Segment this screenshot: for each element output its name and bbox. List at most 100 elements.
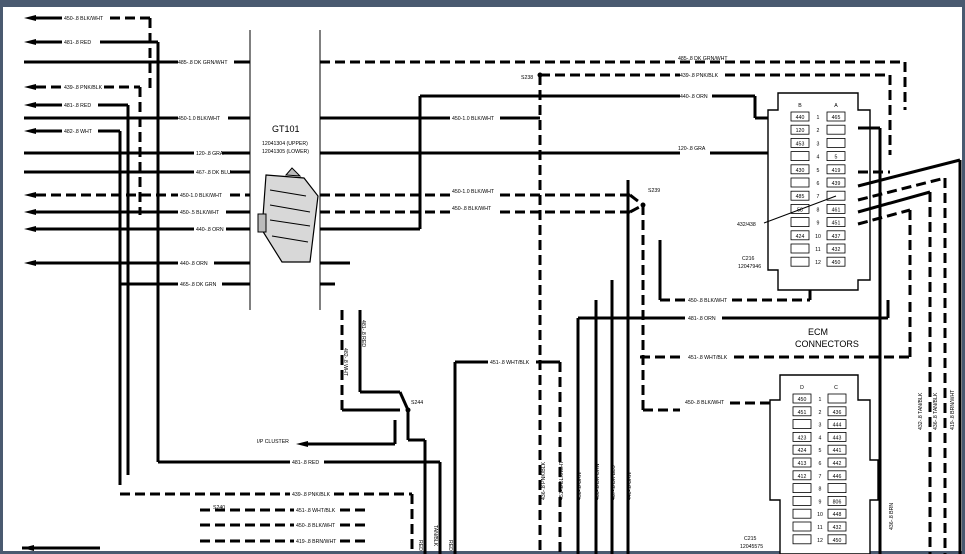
- pin-number: 2: [817, 128, 820, 134]
- pin-cell: [827, 521, 847, 532]
- wire-label: 436-.8 PNK/BLK: [541, 461, 547, 500]
- pin-number: 5: [817, 168, 820, 174]
- pin-number: 4: [817, 155, 820, 161]
- wire-label: RED: [447, 540, 453, 551]
- splice-s238-group: S238 S239 450-.8 BLK/WHT: [521, 72, 795, 554]
- pin-cell: [826, 124, 846, 135]
- pin-number: 10: [817, 512, 823, 518]
- column-label-b: B: [798, 103, 802, 109]
- wire-line: [857, 208, 911, 226]
- left-wire-group: 450-.8 BLK/WHT 481-.8 RED 485-.8 DK GRN/…: [24, 15, 250, 485]
- pin-number: 5: [819, 448, 822, 454]
- pin-circuit: 444: [833, 423, 842, 429]
- wire-label: 436-.8 BRN: [889, 503, 895, 530]
- wire-label: 450-.8 BLK/WHT: [296, 523, 336, 529]
- wire-label: 436-.8 TAN/BLK: [933, 392, 939, 430]
- arrow-icon: [24, 15, 36, 21]
- pin-number: 12: [817, 538, 823, 544]
- pin-cell: [826, 217, 846, 228]
- arrow-icon: [24, 260, 36, 266]
- pin-cell: [792, 508, 812, 519]
- pin-cell: [826, 256, 846, 267]
- pin-cell: [826, 111, 846, 122]
- pin-circuit: 485: [796, 194, 805, 200]
- wire-label: 450-.8 ORN: [577, 472, 583, 500]
- pin-circuit: 439: [832, 181, 841, 187]
- pin-circuit: 446: [833, 474, 842, 480]
- wire-label: 450-1.0 BLK/WHT: [180, 193, 223, 199]
- pin-cell: [827, 457, 847, 468]
- arrow-icon: [24, 39, 36, 45]
- connector-part: 12047946: [738, 264, 761, 270]
- pin-circuit: 453: [796, 141, 805, 147]
- pin-cell: [827, 470, 847, 481]
- pin-cell: [790, 151, 810, 162]
- pin-circuit: 413: [798, 461, 807, 467]
- pin-cell: [827, 495, 847, 506]
- connector-part: 12045575: [740, 544, 763, 550]
- pin-cell: [792, 470, 812, 481]
- wire-label: 450-.8 BLK/WHT: [685, 400, 725, 406]
- pin-cell: [790, 203, 810, 214]
- wire-label: 485-.8 DK GRN/WHT: [678, 56, 728, 62]
- pin-cell: [827, 534, 847, 545]
- pin-number: 10: [815, 234, 821, 240]
- callout-label: 432/438: [737, 222, 756, 228]
- pin-cell: [826, 164, 846, 175]
- pin-number: 7: [817, 194, 820, 200]
- splice-label: S240: [213, 505, 225, 511]
- pin-circuit: 423: [798, 435, 807, 441]
- column-label-d: D: [800, 385, 804, 391]
- arrow-icon: [24, 128, 36, 134]
- wire-line: [857, 158, 961, 188]
- splice-part-lower: 12041305 (LOWER): [262, 149, 309, 155]
- pin-cell: [790, 217, 810, 228]
- pin-circuit: 448: [833, 512, 842, 518]
- pin-cell: [827, 406, 847, 417]
- connector-id: C216: [742, 256, 755, 262]
- pin-circuit: 5: [835, 155, 838, 161]
- pin-cell: [826, 151, 846, 162]
- pin-cell: [792, 406, 812, 417]
- wire-label: TAN/BLK: [432, 525, 438, 547]
- pin-number: 6: [817, 181, 820, 187]
- ecm-title-line1: ECM: [808, 327, 828, 337]
- wire-label: 419-.8 BRN/WHT: [296, 539, 337, 545]
- pin-cell: [790, 256, 810, 267]
- pin-cell: [826, 137, 846, 148]
- pin-number: 4: [819, 435, 822, 441]
- wire-label: 451-.8 WHT/BLK: [688, 355, 728, 361]
- pin-number: 7: [819, 474, 822, 480]
- window-top-border: [0, 0, 965, 7]
- wire-label: 450-1.0 BLK/WHT: [178, 116, 221, 122]
- pin-cell: [792, 431, 812, 442]
- pin-cell: [792, 393, 812, 404]
- pin-cell: [826, 177, 846, 188]
- ecm-title-line2: CONNECTORS: [795, 339, 859, 349]
- wire-label: 439-.8 PNK/BLK: [64, 85, 103, 91]
- wire-label: 451-.8 BLK/WHT: [559, 460, 565, 500]
- splice-name: GT101: [272, 124, 300, 134]
- wire-label: 432-.8 TAN/BLK: [918, 392, 924, 430]
- pin-cell: [827, 508, 847, 519]
- arrow-icon: [24, 192, 36, 198]
- pin-cell: [792, 521, 812, 532]
- pin-circuit: 450: [798, 397, 807, 403]
- pin-circuit: 451: [798, 410, 807, 416]
- pin-circuit: 412: [798, 474, 807, 480]
- splice-part-upper: 12041304 (UPPER): [262, 141, 308, 147]
- wire-label: RED: [417, 540, 423, 551]
- pin-number: 3: [819, 423, 822, 429]
- arrow-icon: [24, 209, 36, 215]
- window-bottom-border: [0, 551, 965, 554]
- pin-cell: [827, 483, 847, 494]
- wire-label: 440-.8 ORN: [196, 227, 224, 233]
- splice-label: S244: [411, 400, 423, 406]
- pin-cell: [790, 177, 810, 188]
- wire-label: 465-.8 DK GRN: [180, 282, 217, 288]
- pin-cell: [790, 190, 810, 201]
- pin-circuit: 461: [832, 207, 841, 213]
- arrow-icon: [22, 545, 34, 551]
- wire-label: 467-.8 DK BLU: [611, 465, 617, 500]
